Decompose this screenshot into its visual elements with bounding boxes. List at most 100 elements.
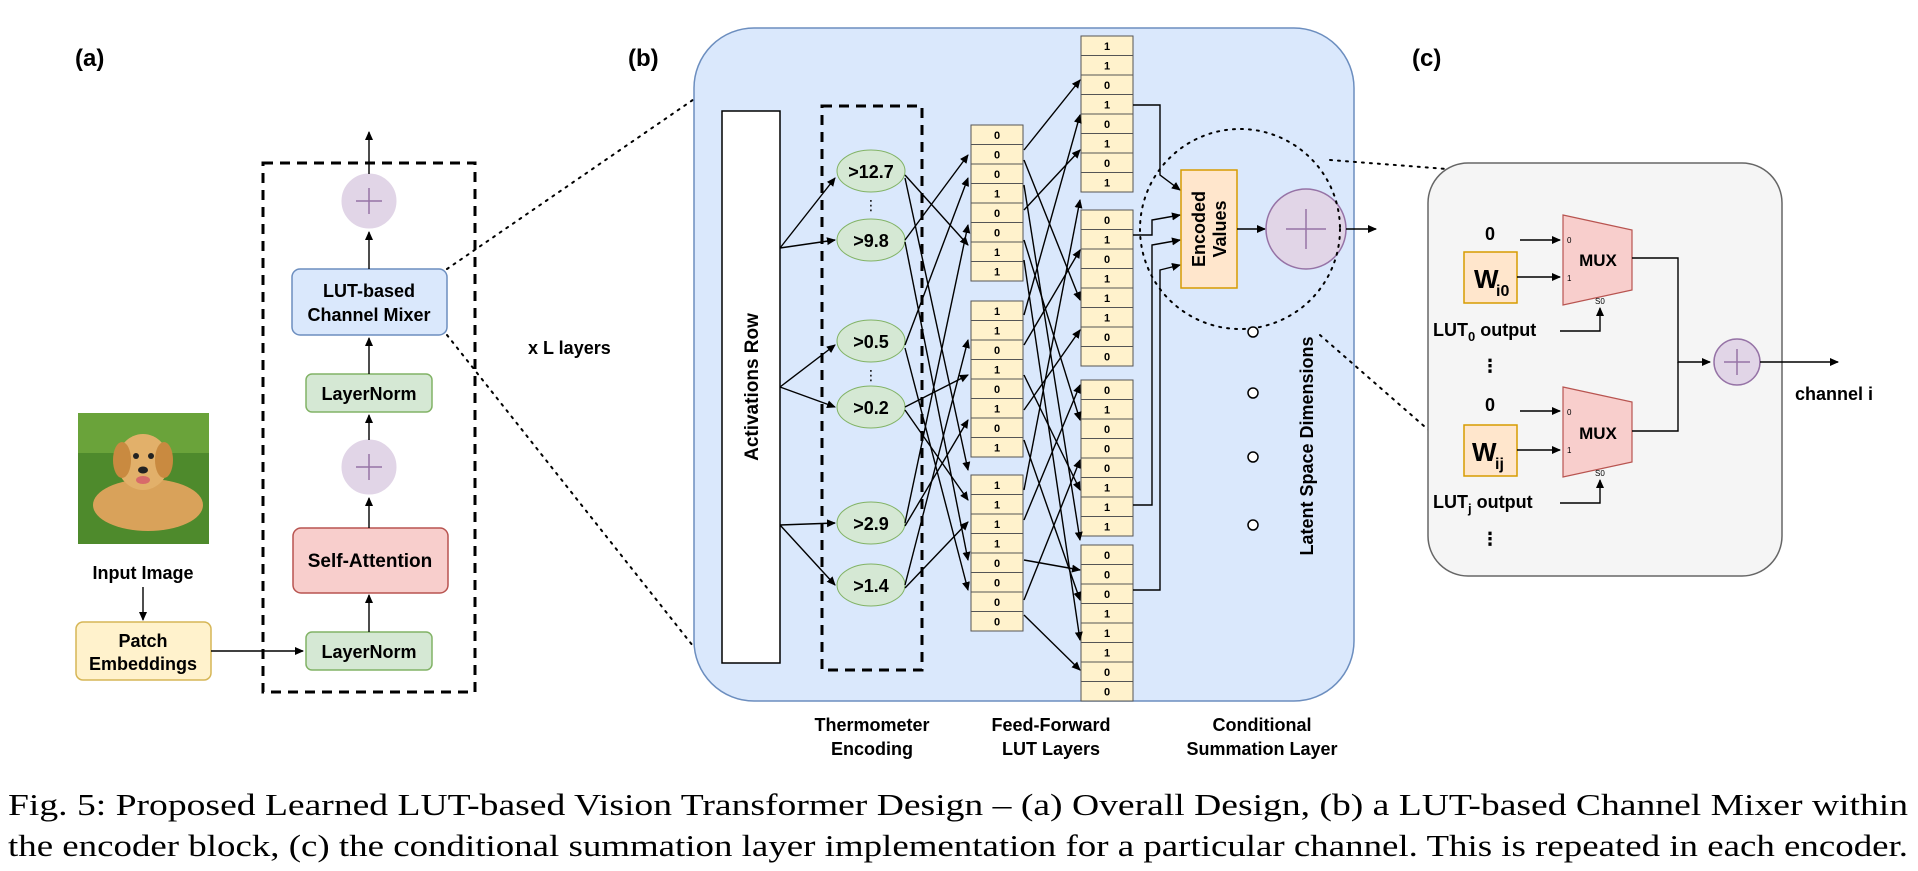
lut-bit: 0 — [994, 345, 1000, 357]
lut-bit: 1 — [1104, 274, 1110, 286]
summation-label-2: Summation Layer — [1186, 739, 1337, 759]
thermometer-label-2: Encoding — [831, 739, 913, 759]
lut-bit: 0 — [1104, 352, 1110, 364]
caption-line-1: Fig. 5: Proposed Learned LUT-based Visio… — [8, 787, 1909, 822]
lut-bit: 1 — [994, 480, 1000, 492]
lut-bit: 1 — [994, 404, 1000, 416]
lut-cell — [970, 437, 1024, 458]
svg-text:MUX: MUX — [1579, 251, 1617, 270]
input-image-label: Input Image — [92, 563, 193, 583]
lut-channel-mixer-box: LUT-based Channel Mixer — [291, 268, 448, 336]
svg-text:Channel Mixer: Channel Mixer — [307, 305, 430, 325]
weight-wi0-box: W i0 — [1463, 251, 1518, 304]
latent-space-label: Latent Space Dimensions — [1297, 336, 1317, 555]
lut-bit: 1 — [994, 326, 1000, 338]
lut-bit: 1 — [1104, 178, 1110, 190]
lut-bit: 0 — [1104, 667, 1110, 679]
caption-line-2: the encoder block, (c) the conditional s… — [8, 828, 1908, 863]
lut-bit: 0 — [994, 597, 1000, 609]
lut-cell — [970, 611, 1024, 632]
mux-ellipsis: ⋮ — [1481, 356, 1499, 377]
svg-text:1: 1 — [1567, 274, 1572, 283]
lut-bit: 0 — [1104, 215, 1110, 227]
threshold-3: >0.5 — [853, 332, 889, 352]
weight-wij-box: W ij — [1463, 424, 1518, 477]
lut-bit: 0 — [994, 228, 1000, 240]
svg-text:i0: i0 — [1496, 283, 1509, 300]
mux-top: MUX 0 1 S0 — [1562, 214, 1633, 306]
panel-a: Input Image Patch Embeddings LayerNorm S… — [75, 94, 713, 694]
lut-bit: 1 — [994, 539, 1000, 551]
svg-text:Values: Values — [1210, 200, 1230, 257]
thermometer-label-1: Thermometer — [814, 715, 929, 735]
summation-label-1: Conditional — [1213, 715, 1312, 735]
lut-bit: 1 — [1104, 100, 1110, 112]
threshold-1: >12.7 — [848, 162, 894, 182]
lut-to-encoded-edges — [1133, 104, 1181, 591]
lut-bit: 0 — [1104, 550, 1110, 562]
self-attention-box: Self-Attention — [292, 527, 449, 594]
panel-label-c: (c) — [1412, 45, 1441, 72]
latent-dimension-dots — [1247, 326, 1259, 531]
lut-bit: 0 — [994, 384, 1000, 396]
lut-bit: 0 — [1104, 463, 1110, 475]
lut-bit: 1 — [994, 519, 1000, 531]
channel-sum-node — [1713, 338, 1761, 386]
lut-bit: 0 — [994, 558, 1000, 570]
lut-bit: 1 — [1104, 483, 1110, 495]
lut-bit: 1 — [994, 306, 1000, 318]
threshold-5: >2.9 — [853, 514, 889, 534]
residual-add-top — [341, 173, 397, 229]
lut-bit: 1 — [994, 189, 1000, 201]
lutj-output-label: LUTj output — [1433, 492, 1533, 516]
svg-text:0: 0 — [1567, 236, 1572, 245]
lut-cell — [1080, 172, 1134, 193]
lut-bit: 0 — [994, 208, 1000, 220]
lut-bit: 0 — [1104, 687, 1110, 699]
lut-bit: 1 — [1104, 61, 1110, 73]
lut-bit: 1 — [1104, 502, 1110, 514]
svg-text:S0: S0 — [1595, 297, 1605, 306]
feedforward-label-2: LUT Layers — [1002, 739, 1100, 759]
threshold-nodes: >12.7 ⋮ >9.8 >0.5 ⋮ >0.2 >2.9 >1.4 — [836, 149, 906, 607]
lut-bit: 0 — [1104, 119, 1110, 131]
patch-embeddings-box: Patch Embeddings — [75, 621, 212, 681]
panel-c: 0 W i0 MUX 0 1 S0 LUT0 output ⋮ 0 W ij — [1427, 162, 1873, 577]
lut-bit: 1 — [1104, 313, 1110, 325]
mux-top-zero: 0 — [1485, 224, 1495, 244]
lut-bit: 0 — [994, 578, 1000, 590]
panel-b: Activations Row >12.7 ⋮ >9.8 >0.5 ⋮ >0.2… — [693, 27, 1586, 759]
svg-text:ij: ij — [1495, 456, 1504, 473]
svg-text:⋮: ⋮ — [864, 198, 878, 214]
lut-bit: 0 — [994, 150, 1000, 162]
lut-bit: 1 — [1104, 405, 1110, 417]
lut-bit: 1 — [1104, 609, 1110, 621]
activations-row-box: Activations Row — [721, 110, 781, 664]
lut-cell — [1080, 516, 1134, 537]
lut-to-lut-edges — [1023, 79, 1083, 671]
lut-bit: 0 — [1104, 254, 1110, 266]
threshold-6: >1.4 — [853, 576, 889, 596]
input-image-thumbnail — [78, 413, 209, 544]
svg-text:1: 1 — [1567, 446, 1572, 455]
panel-label-a: (a) — [75, 45, 104, 72]
summation-node — [1265, 188, 1347, 270]
feedforward-label-1: Feed-Forward — [991, 715, 1110, 735]
svg-text:LayerNorm: LayerNorm — [321, 384, 416, 404]
svg-text:Embeddings: Embeddings — [89, 654, 197, 674]
encoded-values-box: Encoded Values — [1180, 169, 1238, 289]
lut0-output-label: LUT0 output — [1433, 320, 1536, 344]
channel-mixer-background — [693, 27, 1355, 702]
lut-bit: 1 — [1104, 293, 1110, 305]
lut-bit: 1 — [1104, 235, 1110, 247]
mux-bottom-zero: 0 — [1485, 395, 1495, 415]
lut-bit: 0 — [1104, 385, 1110, 397]
channel-output-label: channel i — [1795, 384, 1873, 404]
layernorm-bottom-box: LayerNorm — [305, 631, 433, 671]
lut-bit: 0 — [1104, 424, 1110, 436]
panel-label-b: (b) — [628, 45, 659, 72]
threshold-2: >9.8 — [853, 231, 889, 251]
svg-text:Self-Attention: Self-Attention — [308, 551, 433, 572]
lut-bit: 1 — [994, 443, 1000, 455]
